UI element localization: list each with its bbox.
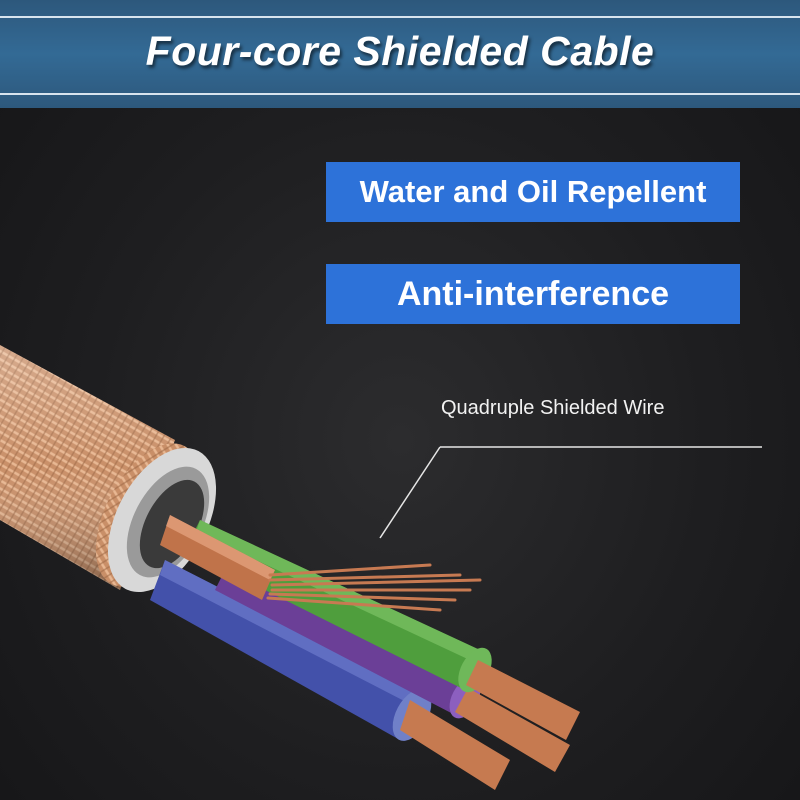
callout-line-diagonal xyxy=(379,446,441,539)
blue-core xyxy=(150,560,510,790)
feature-badge-anti-interference: Anti-interference xyxy=(326,264,740,324)
banner-bottom-rule xyxy=(0,93,800,95)
copper-core xyxy=(160,515,482,612)
title-banner: Four-core Shielded Cable xyxy=(0,0,800,108)
banner-title: Four-core Shielded Cable xyxy=(145,28,655,74)
feature-badge-water-oil: Water and Oil Repellent xyxy=(326,162,740,222)
banner-top-rule xyxy=(0,16,800,18)
callout-label: Quadruple Shielded Wire xyxy=(441,397,665,419)
